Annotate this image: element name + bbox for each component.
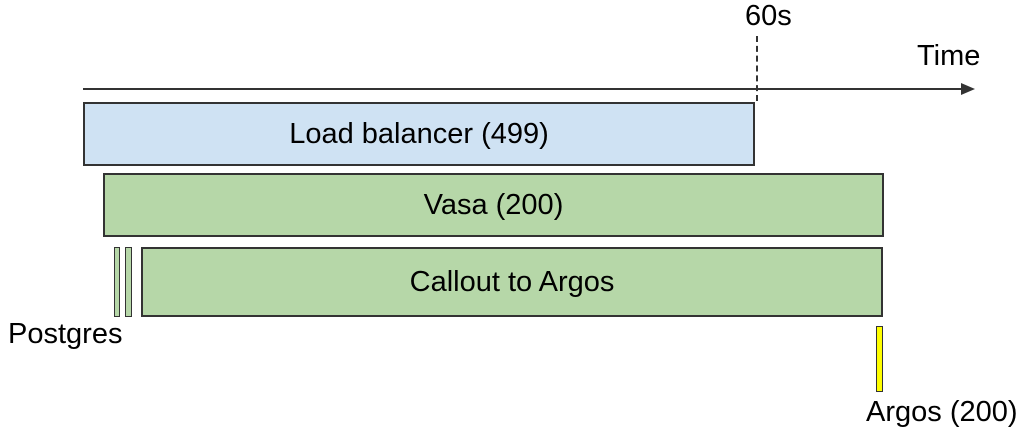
postgres-annotation: Postgres [8,318,123,350]
bar-callout-to-argos-label: Callout to Argos [409,265,615,298]
timeout-tick-label: 60s [745,0,792,32]
bar-load-balancer: Load balancer (499) [83,102,755,166]
bar-argos-response [876,326,883,392]
bar-callout-to-argos: Callout to Argos [141,247,883,317]
bar-postgres-query-1 [114,247,120,317]
time-axis-label: Time [917,40,981,72]
time-axis-line [83,88,962,90]
bar-load-balancer-label: Load balancer (499) [289,117,549,150]
timeout-marker-line [756,36,758,101]
bar-postgres-query-2 [125,247,132,317]
argos-annotation: Argos (200) [866,396,1018,428]
bar-vasa: Vasa (200) [103,173,884,237]
time-axis-arrowhead-icon [961,83,975,95]
bar-vasa-label: Vasa (200) [423,188,564,221]
